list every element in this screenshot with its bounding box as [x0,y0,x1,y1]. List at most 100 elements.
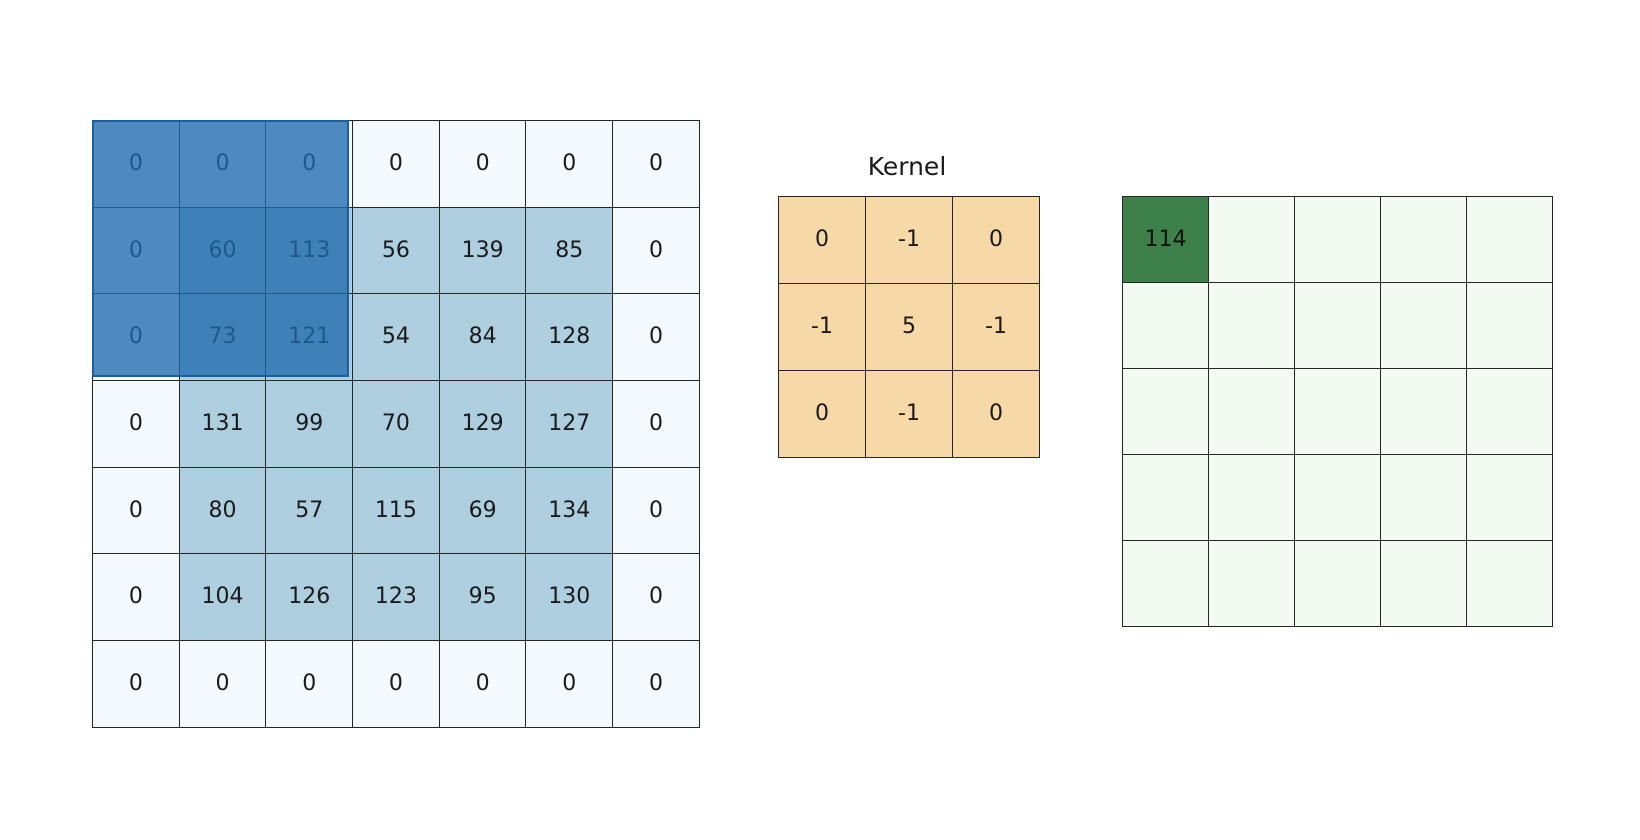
matrix-cell: 0 [438,640,527,728]
matrix-cell: 139 [438,206,527,295]
matrix-cell [1466,368,1553,455]
matrix-cell: 0 [612,206,700,295]
matrix-cell [1294,196,1381,283]
matrix-cell: 134 [525,466,614,555]
matrix-cell: -1 [865,370,953,458]
matrix-cell [1208,368,1295,455]
matrix-cell: 0 [265,120,354,208]
matrix-cell: 0 [952,370,1040,458]
matrix-cell: 0 [92,380,180,468]
matrix-cell: 0 [178,120,267,208]
matrix-cell: 0 [952,196,1040,284]
matrix-cell: 104 [178,553,267,642]
matrix-cell [1122,282,1209,369]
matrix-cell: 128 [525,293,614,382]
matrix-cell: 0 [92,206,180,295]
matrix-cell: 80 [178,466,267,555]
matrix-cell [1466,540,1553,627]
matrix-row: 114 [1122,196,1553,283]
matrix-cell: 113 [265,206,354,295]
matrix-cell: 0 [92,293,180,382]
matrix-cell: 0 [265,640,354,728]
matrix-cell [1208,282,1295,369]
matrix-row [1122,282,1553,369]
matrix-cell [1294,454,1381,541]
matrix-cell: 84 [438,293,527,382]
matrix-cell: 0 [92,120,180,208]
output-matrix-body: 114 [1122,196,1553,627]
matrix-cell: 60 [178,206,267,295]
kernel-title: Kernel [867,152,947,181]
matrix-cell: 126 [265,553,354,642]
matrix-cell [1122,368,1209,455]
matrix-cell [1380,454,1467,541]
matrix-cell: 115 [352,466,440,555]
matrix-cell: 0 [352,640,440,728]
matrix-cell: 85 [525,206,614,295]
matrix-cell [1294,368,1381,455]
matrix-cell: 0 [612,293,700,382]
matrix-cell [1380,540,1467,627]
matrix-cell: -1 [952,283,1040,371]
matrix-cell [1208,196,1295,283]
matrix-cell [1380,196,1467,283]
matrix-cell [1380,368,1467,455]
matrix-row [1122,540,1553,627]
matrix-cell: 57 [265,466,354,555]
matrix-cell [1466,282,1553,369]
matrix-cell: 129 [438,380,527,468]
matrix-cell [1466,196,1553,283]
matrix-cell: 0 [92,466,180,555]
matrix-cell: 0 [778,370,866,458]
matrix-cell: 121 [265,293,354,382]
output-matrix: 114 [1122,196,1553,627]
matrix-cell: -1 [778,283,866,371]
matrix-cell [1294,282,1381,369]
matrix-cell: 130 [525,553,614,642]
matrix-cell [1208,454,1295,541]
matrix-cell: 0 [612,120,700,208]
matrix-cell: 114 [1122,196,1209,283]
matrix-row [1122,454,1553,541]
matrix-cell: 0 [612,640,700,728]
matrix-cell: 123 [352,553,440,642]
matrix-cell: 0 [612,553,700,642]
matrix-cell: 69 [438,466,527,555]
matrix-cell [1208,540,1295,627]
matrix-cell: 0 [778,196,866,284]
matrix-cell: 99 [265,380,354,468]
matrix-cell: 0 [178,640,267,728]
matrix-cell: 5 [865,283,953,371]
matrix-cell: 95 [438,553,527,642]
matrix-cell: 0 [92,553,180,642]
matrix-cell: 0 [525,640,614,728]
matrix-row [1122,368,1553,455]
matrix-cell: 127 [525,380,614,468]
matrix-cell [1122,540,1209,627]
matrix-cell: 0 [525,120,614,208]
matrix-cell [1466,454,1553,541]
matrix-cell [1294,540,1381,627]
matrix-cell: 73 [178,293,267,382]
matrix-cell: -1 [865,196,953,284]
matrix-cell: 54 [352,293,440,382]
matrix-cell [1122,454,1209,541]
matrix-cell: 56 [352,206,440,295]
matrix-cell: 0 [352,120,440,208]
matrix-cell: 0 [438,120,527,208]
matrix-cell: 70 [352,380,440,468]
matrix-cell: 131 [178,380,267,468]
